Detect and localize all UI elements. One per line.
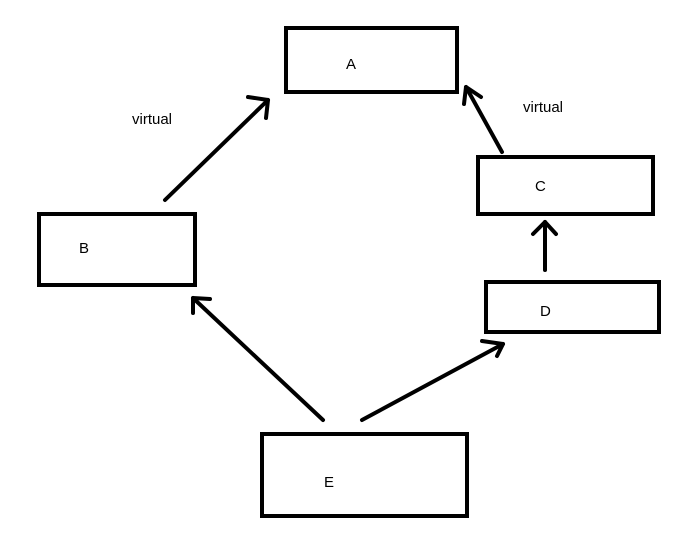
- edge-b-to-a-arrow: [163, 95, 270, 202]
- edge-d-to-c-arrow: [531, 220, 558, 272]
- node-d-box: D: [484, 280, 661, 334]
- edge-b-to-a-label: virtual: [132, 111, 173, 128]
- node-b-label: B: [79, 240, 90, 257]
- edge-c-to-a-label: virtual: [523, 99, 564, 116]
- edge-e-to-d-arrow: [360, 339, 505, 422]
- edge-e-to-b-arrow: [191, 296, 325, 422]
- node-c-box: C: [476, 155, 655, 216]
- node-a-label: A: [346, 56, 357, 73]
- node-c-label: C: [535, 178, 546, 195]
- node-e-label: E: [324, 474, 335, 491]
- node-b-box: B: [37, 212, 197, 287]
- node-e-box: E: [260, 432, 469, 518]
- node-a-box: A: [284, 26, 459, 94]
- node-d-label: D: [540, 303, 551, 320]
- edge-c-to-a-arrow: [462, 85, 504, 154]
